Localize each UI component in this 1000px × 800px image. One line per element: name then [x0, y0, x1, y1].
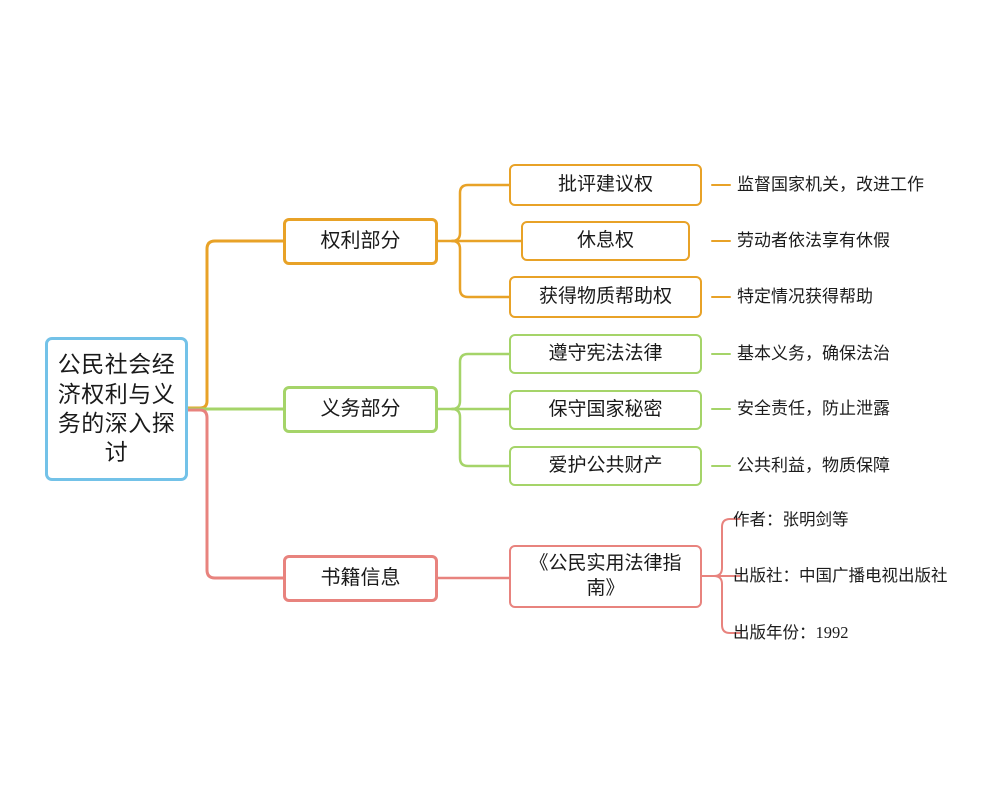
leaf-text: 公共利益，物质保障	[737, 456, 890, 475]
connector-rights-bracket	[436, 183, 511, 243]
connector-duties-child-3	[450, 407, 511, 468]
leaf-label-book-author: 作者：张明剑等	[733, 510, 849, 530]
sub-node-rights-1-label: 批评建议权	[557, 173, 653, 195]
leaf-label-rights-2: 劳动者依法享有休假	[737, 231, 890, 251]
branch-node-rights-label: 权利部分	[320, 229, 401, 252]
sub-node-rights-2[interactable]: 休息权	[521, 221, 690, 261]
sub-node-duties-1[interactable]: 遵守宪法法律	[509, 334, 702, 374]
branch-node-book-label: 书籍信息	[320, 566, 401, 589]
leaf-label-duties-2: 安全责任，防止泄露	[737, 399, 890, 419]
leaf-text: 作者：张明剑等	[733, 510, 849, 529]
sub-node-duties-2[interactable]: 保守国家秘密	[509, 390, 702, 430]
leaf-label-duties-1: 基本义务，确保法治	[737, 344, 890, 364]
root-node-label: 公民社会经济权利与义务的深入探讨	[57, 352, 176, 466]
leaf-label-rights-3: 特定情况获得帮助	[737, 287, 873, 307]
leaf-text: 监督国家机关，改进工作	[737, 175, 924, 194]
sub-node-rights-3[interactable]: 获得物质帮助权	[509, 276, 702, 318]
leaf-label-duties-3: 公共利益，物质保障	[737, 456, 890, 476]
leaf-text: 出版社：中国广播电视出版社	[733, 566, 948, 585]
leaf-label-rights-1: 监督国家机关，改进工作	[737, 175, 924, 195]
leaf-text: 劳动者依法享有休假	[737, 231, 890, 250]
leaf-label-book-publisher: 出版社：中国广播电视出版社	[733, 566, 948, 586]
leaf-text: 安全责任，防止泄露	[737, 399, 890, 418]
leaf-text: 出版年份：1992	[733, 623, 849, 642]
sub-node-duties-3[interactable]: 爱护公共财产	[509, 446, 702, 486]
connector-root-to-book	[186, 408, 285, 580]
connector-duties-bracket	[436, 352, 511, 411]
connector-root-to-rights	[186, 239, 285, 410]
sub-node-rights-2-label: 休息权	[576, 229, 634, 251]
branch-node-duties-label: 义务部分	[320, 397, 401, 420]
branch-node-rights[interactable]: 权利部分	[283, 218, 438, 265]
branch-node-book[interactable]: 书籍信息	[283, 555, 438, 602]
sub-node-rights-3-label: 获得物质帮助权	[538, 285, 672, 307]
leaf-text: 基本义务，确保法治	[737, 344, 890, 363]
root-node[interactable]: 公民社会经济权利与义务的深入探讨	[45, 337, 188, 481]
sub-node-duties-3-label: 爱护公共财产	[548, 454, 663, 476]
leaf-label-book-year: 出版年份：1992	[733, 623, 849, 643]
leaf-text: 特定情况获得帮助	[737, 287, 873, 306]
sub-node-book-title-label: 《公民实用法律指南》	[529, 553, 682, 599]
sub-node-duties-2-label: 保守国家秘密	[548, 398, 663, 420]
sub-node-rights-1[interactable]: 批评建议权	[509, 164, 702, 206]
connector-rights-child-3	[450, 239, 511, 299]
branch-node-duties[interactable]: 义务部分	[283, 386, 438, 433]
sub-node-duties-1-label: 遵守宪法法律	[548, 342, 663, 364]
sub-node-book-title[interactable]: 《公民实用法律指南》	[509, 545, 702, 608]
